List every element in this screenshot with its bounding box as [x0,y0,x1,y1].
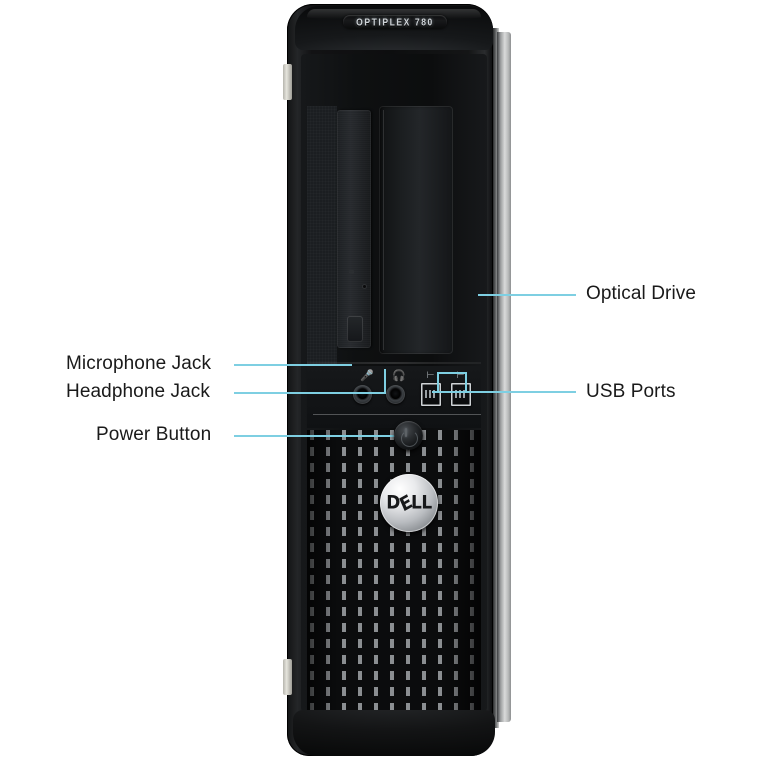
bottom-bezel-cap [293,710,495,756]
optical-drive-pinhole [363,285,366,288]
callout-label-microphone-jack: Microphone Jack [66,353,212,374]
chassis-side-clip-top [283,64,292,100]
headphone-jack[interactable] [386,385,405,404]
optical-drive-eject-button[interactable] [347,316,363,342]
microphone-icon: 🎤 [360,370,374,382]
bezel-texture-panel [307,106,337,368]
callout-label-headphone-jack: Headphone Jack [66,381,211,402]
drive-bay-divider [307,362,481,364]
optical-drive-activity-led [349,270,354,274]
leader-branch-usb-1 [437,372,439,393]
optical-drive-bay[interactable] [347,106,453,354]
usb-trident-icon: ⊢ [456,370,465,380]
leader-line-usb-ports [432,391,576,393]
leader-branch-headphone [384,369,386,394]
dell-logo-badge: DELL [380,474,438,532]
microphone-jack[interactable] [353,385,372,404]
callout-label-power-button: Power Button [96,424,212,445]
usb-trident-icon: ⊢ [426,370,435,380]
model-badge-text: OPTIPLEX 780 [356,16,434,28]
dell-logo-text: DELL [386,491,432,517]
chassis-side-panel-edge [493,28,499,728]
front-io-panel: 🎤 🎧 ⊢ ⊢ [307,366,481,428]
leader-line-headphone-jack [234,392,386,394]
blank-drive-filler-panel [337,110,371,348]
power-symbol-icon [401,430,418,447]
usb-port-1[interactable] [421,383,441,406]
power-button[interactable] [394,421,423,450]
leader-branch-usb-2 [465,372,467,393]
callout-label-optical-drive: Optical Drive [586,283,697,304]
chassis-side-panel [497,32,511,722]
bezel-inner-face: 🎤 🎧 ⊢ ⊢ [301,54,487,754]
leader-line-optical-drive [478,294,576,296]
optical-drive-seam [383,110,384,350]
io-panel-hairline [313,414,481,415]
dell-optiplex-tower: OPTIPLEX 780 🎤 🎧 [283,4,511,756]
usb-port-2[interactable] [451,383,471,406]
leader-bridge-usb [437,372,467,374]
front-bezel: OPTIPLEX 780 🎤 🎧 [287,4,495,756]
leader-line-microphone-jack [234,364,352,366]
callout-label-usb-ports: USB Ports [586,381,676,402]
model-badge: OPTIPLEX 780 [343,15,447,29]
leader-line-power-button [234,435,400,437]
chassis-side-clip-bottom [283,659,292,695]
headphone-icon: 🎧 [392,370,406,382]
